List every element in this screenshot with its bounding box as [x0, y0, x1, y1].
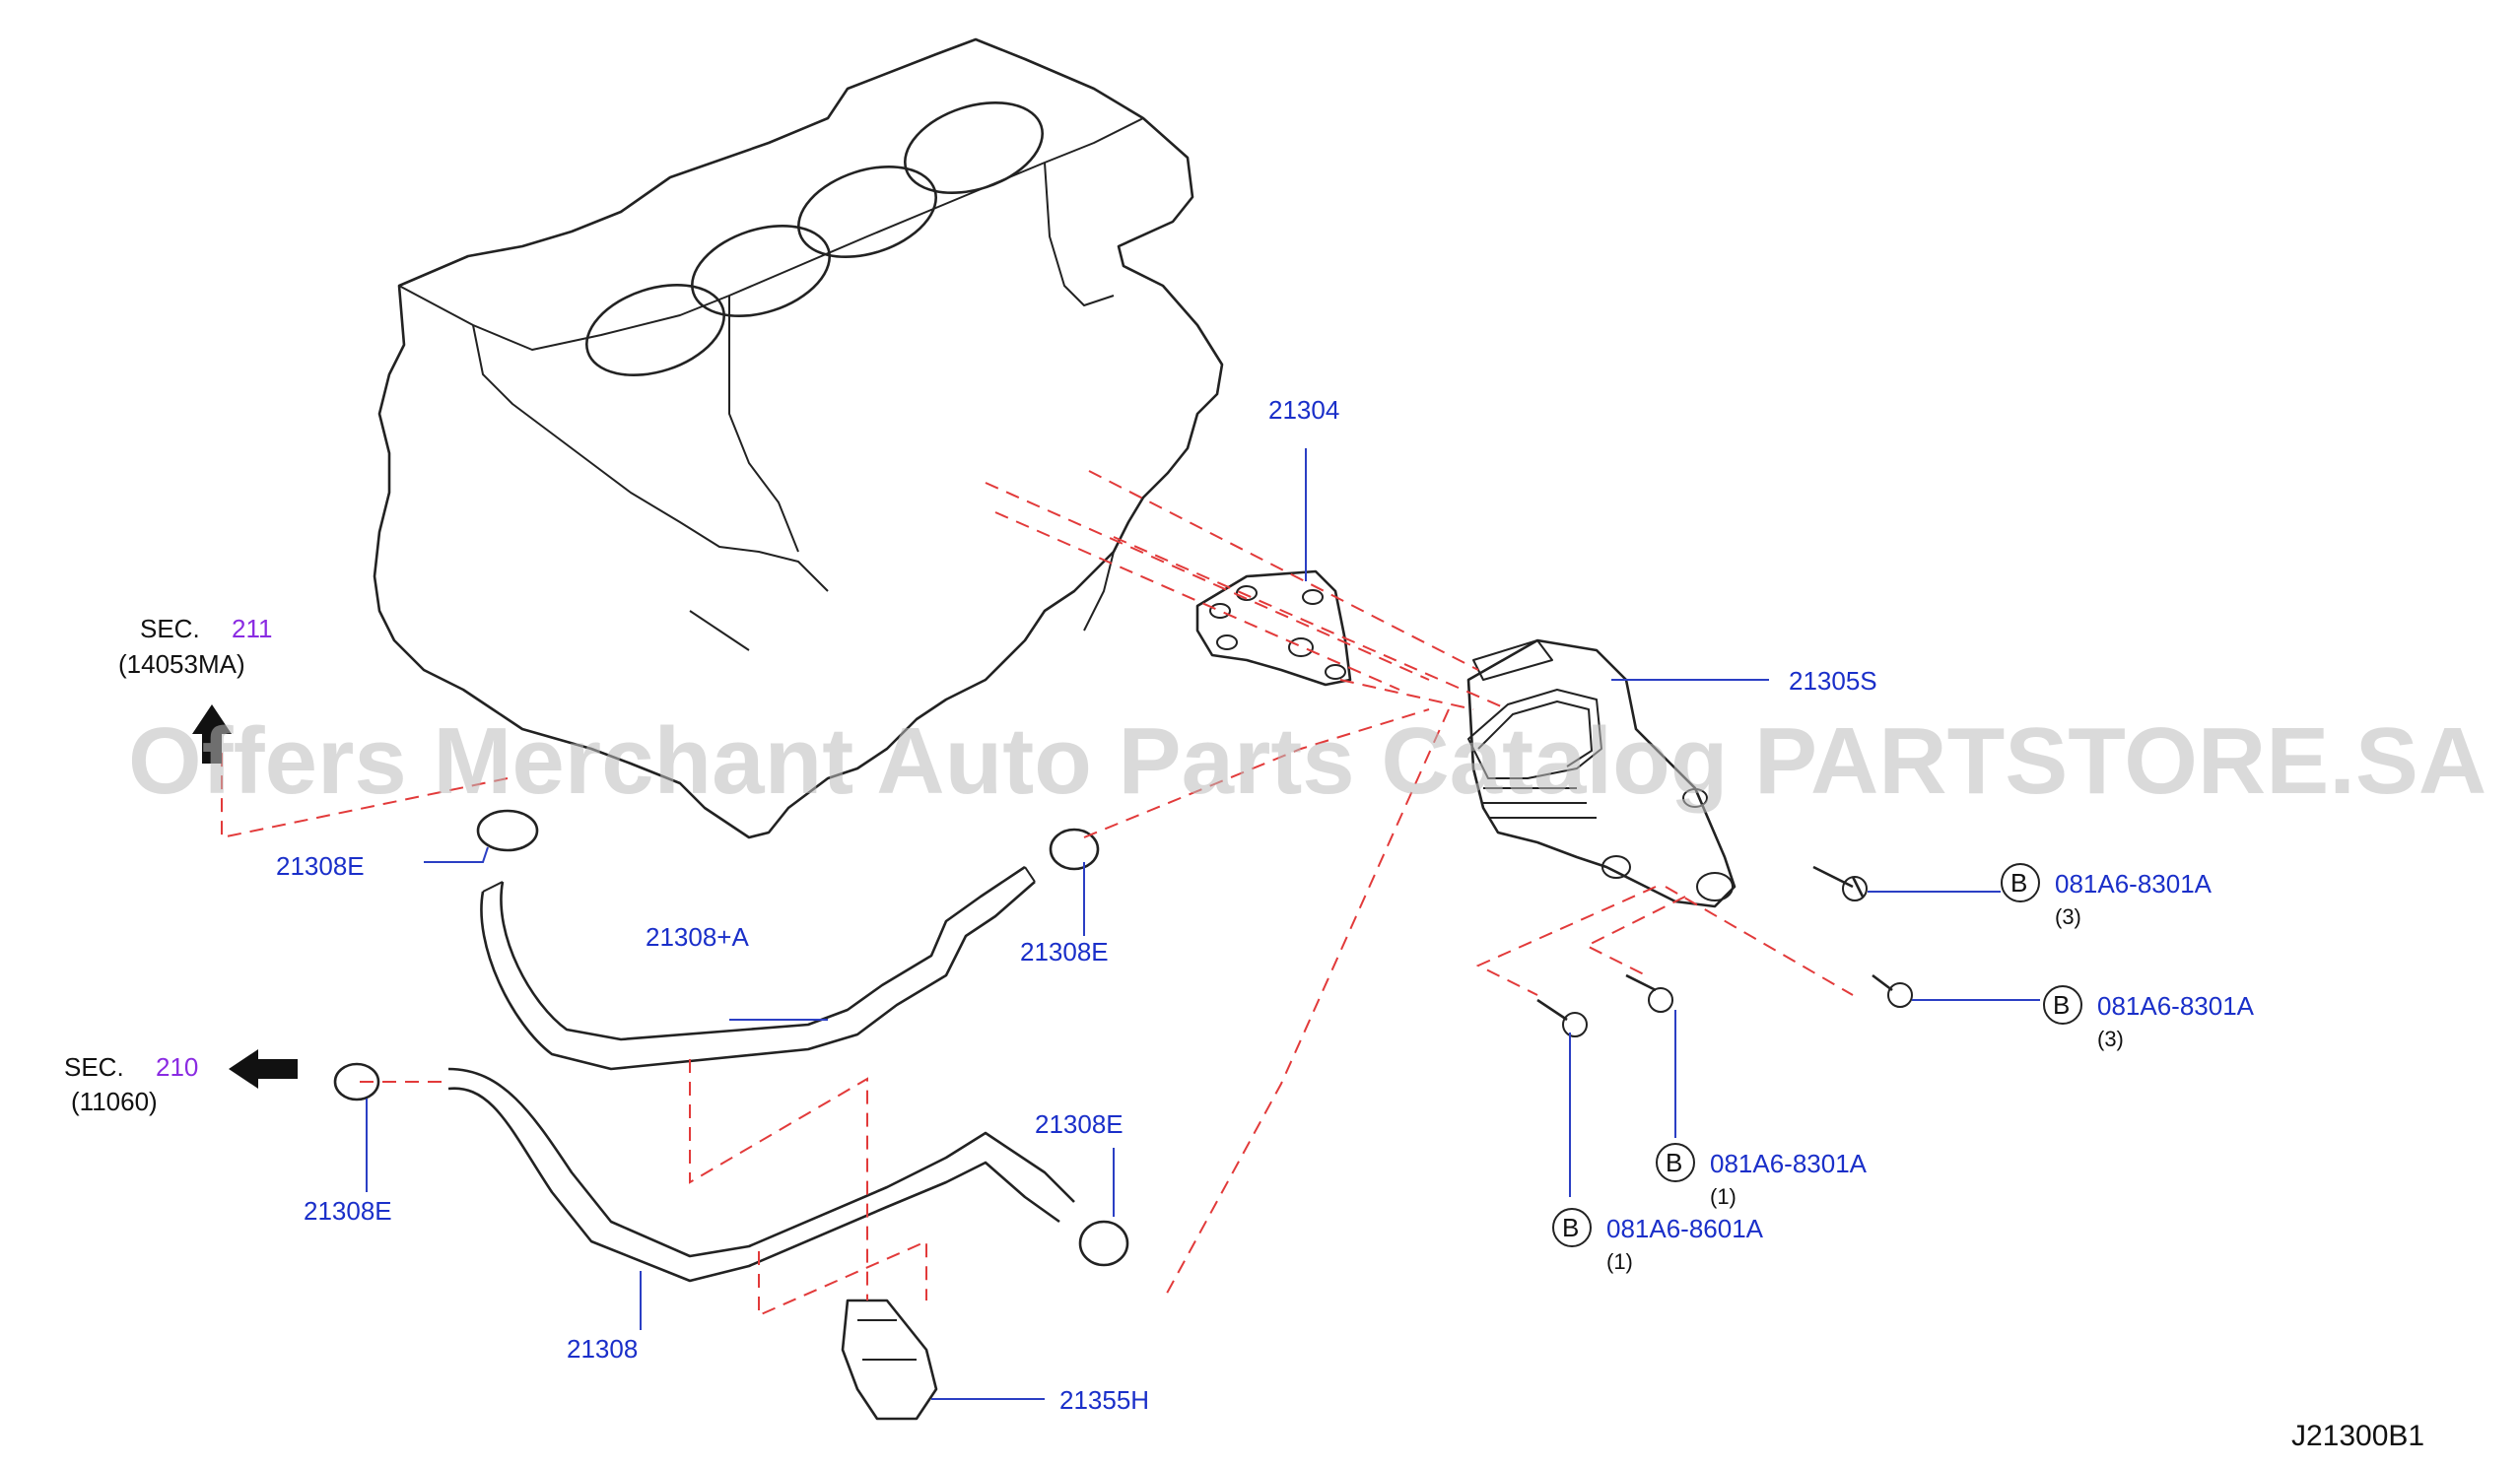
bolt-quantity: (3) — [2055, 904, 2081, 929]
bolt-part-number: 081A6-8601A — [1606, 1214, 1764, 1243]
bolt-callout-1[interactable]: B 081A6-8301A (3) — [2001, 863, 2213, 929]
section-number-210[interactable]: 210 — [156, 1052, 198, 1082]
section-code-14053ma: (14053MA) — [118, 649, 245, 679]
label-21305s[interactable]: 21305S — [1789, 666, 1877, 696]
bolt-quantity: (3) — [2097, 1027, 2124, 1051]
bracket-21355h-drawing — [841, 1299, 938, 1421]
bolt-marker: B — [1666, 1148, 1682, 1177]
bolt-part-number: 081A6-8301A — [2097, 991, 2255, 1021]
bolt-drawing — [1536, 865, 1913, 1037]
label-21308e-top-left[interactable]: 21308E — [276, 851, 365, 881]
label-21308e-bottom-right[interactable]: 21308E — [1035, 1109, 1124, 1139]
section-prefix-211: SEC. — [140, 614, 200, 643]
bolt-quantity: (1) — [1710, 1184, 1737, 1209]
clamp-drawing — [333, 809, 1129, 1267]
label-21308a[interactable]: 21308+A — [646, 922, 749, 952]
watermark: Offers Merchant Auto Parts Catalog PARTS… — [128, 708, 2486, 814]
bolt-part-number: 081A6-8301A — [2055, 869, 2213, 899]
bolt-callout-3[interactable]: B 081A6-8301A (1) — [1656, 1143, 1868, 1209]
hose-21308-drawing — [447, 1067, 1075, 1283]
label-21355h[interactable]: 21355H — [1059, 1385, 1149, 1415]
bolt-marker: B — [2010, 868, 2027, 898]
bolt-callout-4[interactable]: B 081A6-8601A (1) — [1552, 1208, 1764, 1274]
label-21308[interactable]: 21308 — [567, 1334, 638, 1364]
engine-block-drawing — [373, 37, 1224, 839]
gasket-21304-drawing — [1195, 569, 1352, 687]
section-211-arrow — [192, 704, 232, 764]
section-prefix-210: SEC. — [64, 1052, 124, 1082]
section-code-11060: (11060) — [71, 1087, 158, 1116]
diagram-id: J21300B1 — [2291, 1420, 2424, 1452]
section-210-arrow — [229, 1049, 298, 1089]
bolt-callout-2[interactable]: B 081A6-8301A (3) — [2043, 985, 2255, 1051]
label-21308e-bottom-left[interactable]: 21308E — [304, 1196, 392, 1226]
bolt-quantity: (1) — [1606, 1249, 1633, 1274]
leader-lines — [366, 448, 2040, 1400]
section-number-211[interactable]: 211 — [232, 614, 272, 643]
bolt-part-number: 081A6-8301A — [1710, 1149, 1868, 1178]
hose-21308a-drawing — [480, 865, 1036, 1071]
bolt-marker: B — [1562, 1213, 1579, 1242]
assembly-lines — [221, 470, 1854, 1317]
label-21304[interactable]: 21304 — [1268, 395, 1339, 425]
label-21308e-mid[interactable]: 21308E — [1020, 937, 1109, 967]
bolt-marker: B — [2053, 990, 2070, 1020]
